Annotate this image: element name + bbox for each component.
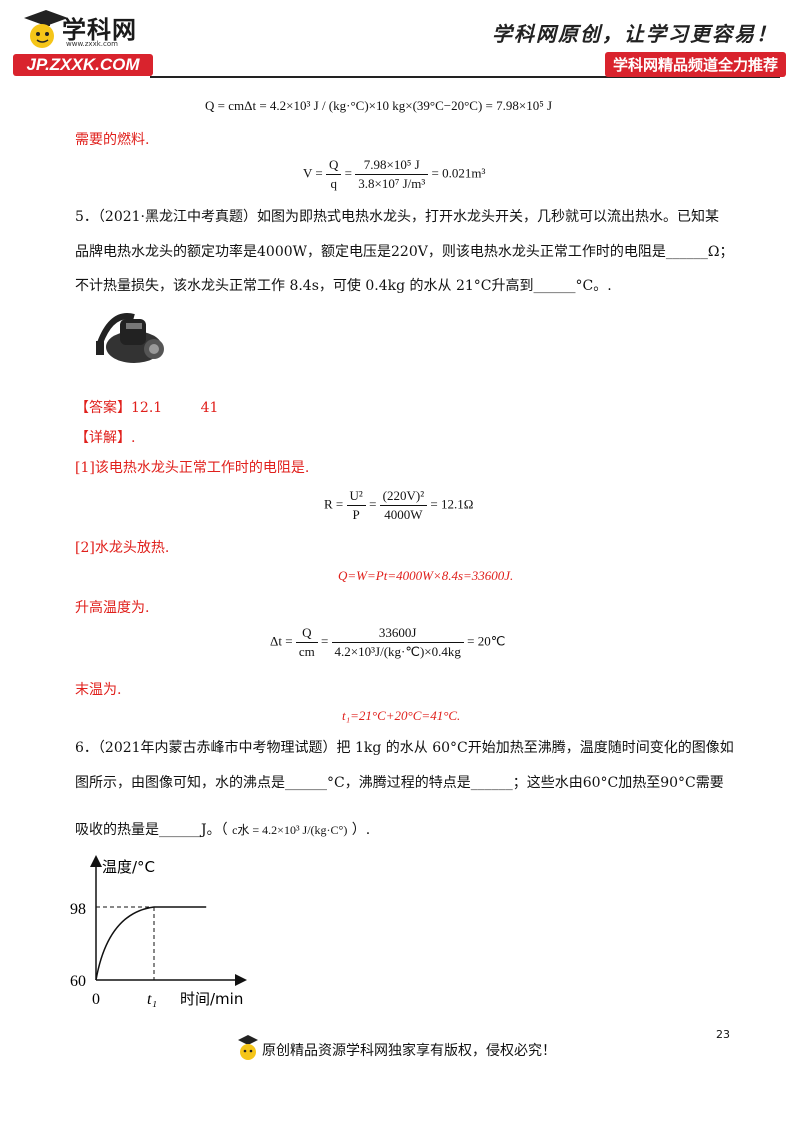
y-tick-98: 98 [70,901,86,918]
logo-text: 学科网 [62,16,137,44]
page-number: 23 [716,1028,730,1041]
header-tag: 学科网精品频道全力推荐 [604,52,786,77]
q5-step-4: 末温为. [75,682,122,698]
q5-line-3: 不计热量损失，该水龙头正常工作 8.4s，可使 0.4kg 的水从 21°C升高… [75,278,612,294]
temperature-time-chart: 温度/°C 时间/min 98 60 0 t₁ [70,855,247,1008]
x-tick-0: 0 [92,991,100,1008]
r-result: = 12.1Ω [430,496,474,512]
q5-answer-2: 41 [200,400,219,416]
v-result: = 0.021m³ [431,165,486,181]
dt-den1: cm [298,644,315,659]
q6-line-3a: 吸收的热量是______J。（ [75,822,228,838]
v-den1: q [330,176,337,191]
q5-step-2: [2]水龙头放热. [75,540,170,556]
q5-step-1: [1]该电热水龙头正常工作时的电阻是. [75,460,310,476]
header-divider [150,76,780,78]
r-left: R = [324,496,344,512]
q5-detail-label: 【详解】. [75,430,136,446]
logo-url: www.zxxk.com [66,40,118,48]
q5-answer-1: 【答案】12.1 [75,400,163,416]
faucet-image [92,305,172,369]
graduate-mascot-icon [238,1035,258,1060]
dt-num1: Q [295,625,318,643]
dt-left: Δt = [270,633,293,649]
fuel-label: 需要的燃料. [75,132,150,148]
q6-line-2: 图所示，由图像可知，水的沸点是______°C，沸腾过程的特点是______；这… [75,775,724,791]
x-axis-label: 时间/min [180,990,243,1008]
heat-released-eq: Q=W=Pt=4000W×8.4s=33600J. [338,568,514,583]
v-left: V = [303,165,323,181]
r-den1: P [352,507,360,522]
q5-answer: 【答案】12.1 41 [75,398,218,418]
q5-line-2: 品牌电热水龙头的额定功率是4000W，额定电压是220V，则该电热水龙头正常工作… [75,244,734,260]
temperature-curve [95,906,207,981]
r-num2: (220V)² [379,488,428,506]
v-num1: Q [326,157,342,175]
header-slogan: 学科网原创，让学习更容易！ [492,22,778,46]
q5-line-1: 5．（2021·黑龙江中考真题）如图为即热式电热水龙头，打开水龙头开关，几秒就可… [75,209,719,225]
graduate-mascot-icon [24,10,68,48]
dt-num2: 33600J [331,625,464,643]
page-header: 学科网 www.zxxk.com JP.ZXXK.COM 学科网原创，让学习更容… [0,0,800,82]
logo-banner: JP.ZXXK.COM [13,54,153,76]
c-water-formula: c水 = 4.2×10³ J/(kg·C°) [232,823,348,837]
r-den2: 4000W [384,507,423,522]
q6-line-3: 吸收的热量是______J。（ c水 = 4.2×10³ J/(kg·C°) ）… [75,820,370,840]
q6-line-3b: ）. [351,822,371,838]
y-axis-label: 温度/°C [102,858,155,876]
r-num1: U² [346,488,366,506]
y-tick-60: 60 [70,973,86,990]
q5-step-3: 升高温度为. [75,600,150,616]
dt-result: = 20℃ [467,633,506,649]
dt-den2: 4.2×10³J/(kg·℃)×0.4kg [334,644,461,659]
x-tick-t1: t₁ [147,991,157,1008]
final-temp-eq: t₁=21°C+20°C=41°C. [342,708,461,723]
v-den2: 3.8×10⁷ J/m³ [358,176,426,191]
heat-formula: Q = cmΔt = 4.2×10³ J / (kg·°C)×10 kg×(39… [205,98,553,113]
footer-copyright: 原创精品资源学科网独家享有版权，侵权必究！ [262,1043,556,1059]
v-num2: 7.98×10⁵ J [355,157,429,175]
q6-line-1: 6．（2021年内蒙古赤峰市中考物理试题）把 1kg 的水从 60°C开始加热至… [75,740,734,756]
